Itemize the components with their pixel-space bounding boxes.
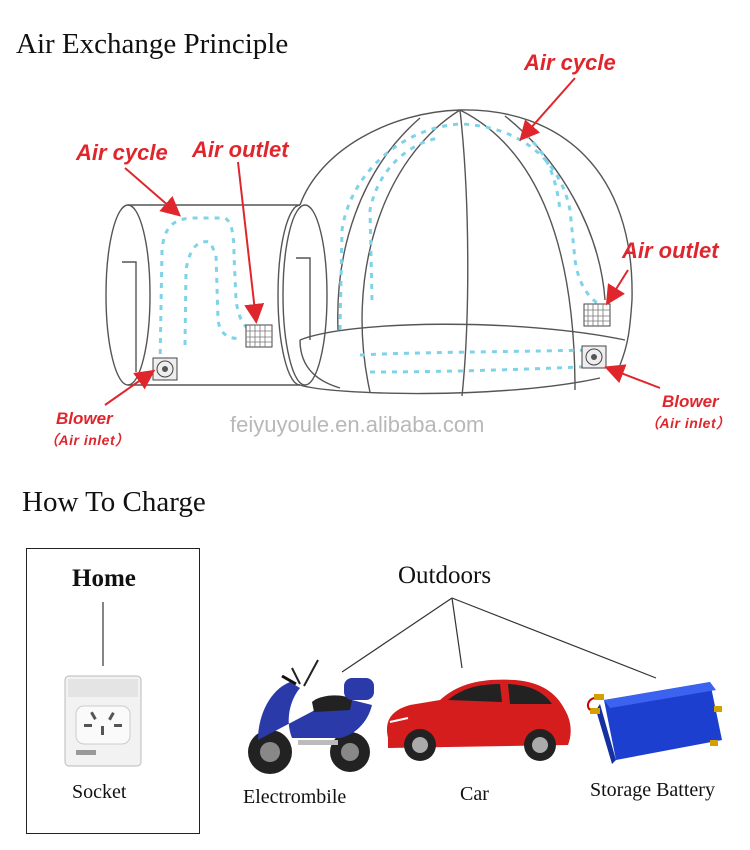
dome-outline [282,109,633,397]
label-air-outlet-right: Air outlet [622,238,719,263]
blower-right [581,345,607,369]
air-exchange-diagram [104,77,661,406]
label-blower-left: Blower [56,409,113,428]
pointer-arrows [104,77,661,406]
car-icon [386,679,571,761]
home-heading: Home [72,565,136,592]
label-air-outlet-left: Air outlet [192,137,289,162]
electrombile-icon [248,659,374,774]
label-air-cycle-left: Air cycle [76,140,168,165]
socket-label: Socket [72,781,127,803]
air-outlet-vent-right [583,303,611,327]
label-blower-right: Blower [662,392,719,411]
how-to-charge-title: How To Charge [22,486,206,518]
outdoors-connector-lines [341,597,657,679]
tunnel-outline [105,204,301,386]
blower-left [152,357,178,381]
watermark: feiyuyoule.en.alibaba.com [230,412,485,437]
car-label: Car [460,783,489,805]
air-exchange-title: Air Exchange Principle [16,28,289,60]
electrombile-label: Electrombile [243,786,347,808]
storage-battery-icon [586,682,722,764]
label-air-inlet-left: （Air inlet） [44,432,130,448]
air-outlet-vent-left [245,324,273,348]
airflow-dome [338,122,601,374]
airflow-left [158,216,251,366]
label-air-cycle-right: Air cycle [524,50,616,75]
storage-battery-label: Storage Battery [590,779,715,801]
label-air-inlet-right: （Air inlet） [645,415,731,431]
outdoors-heading: Outdoors [398,562,492,589]
